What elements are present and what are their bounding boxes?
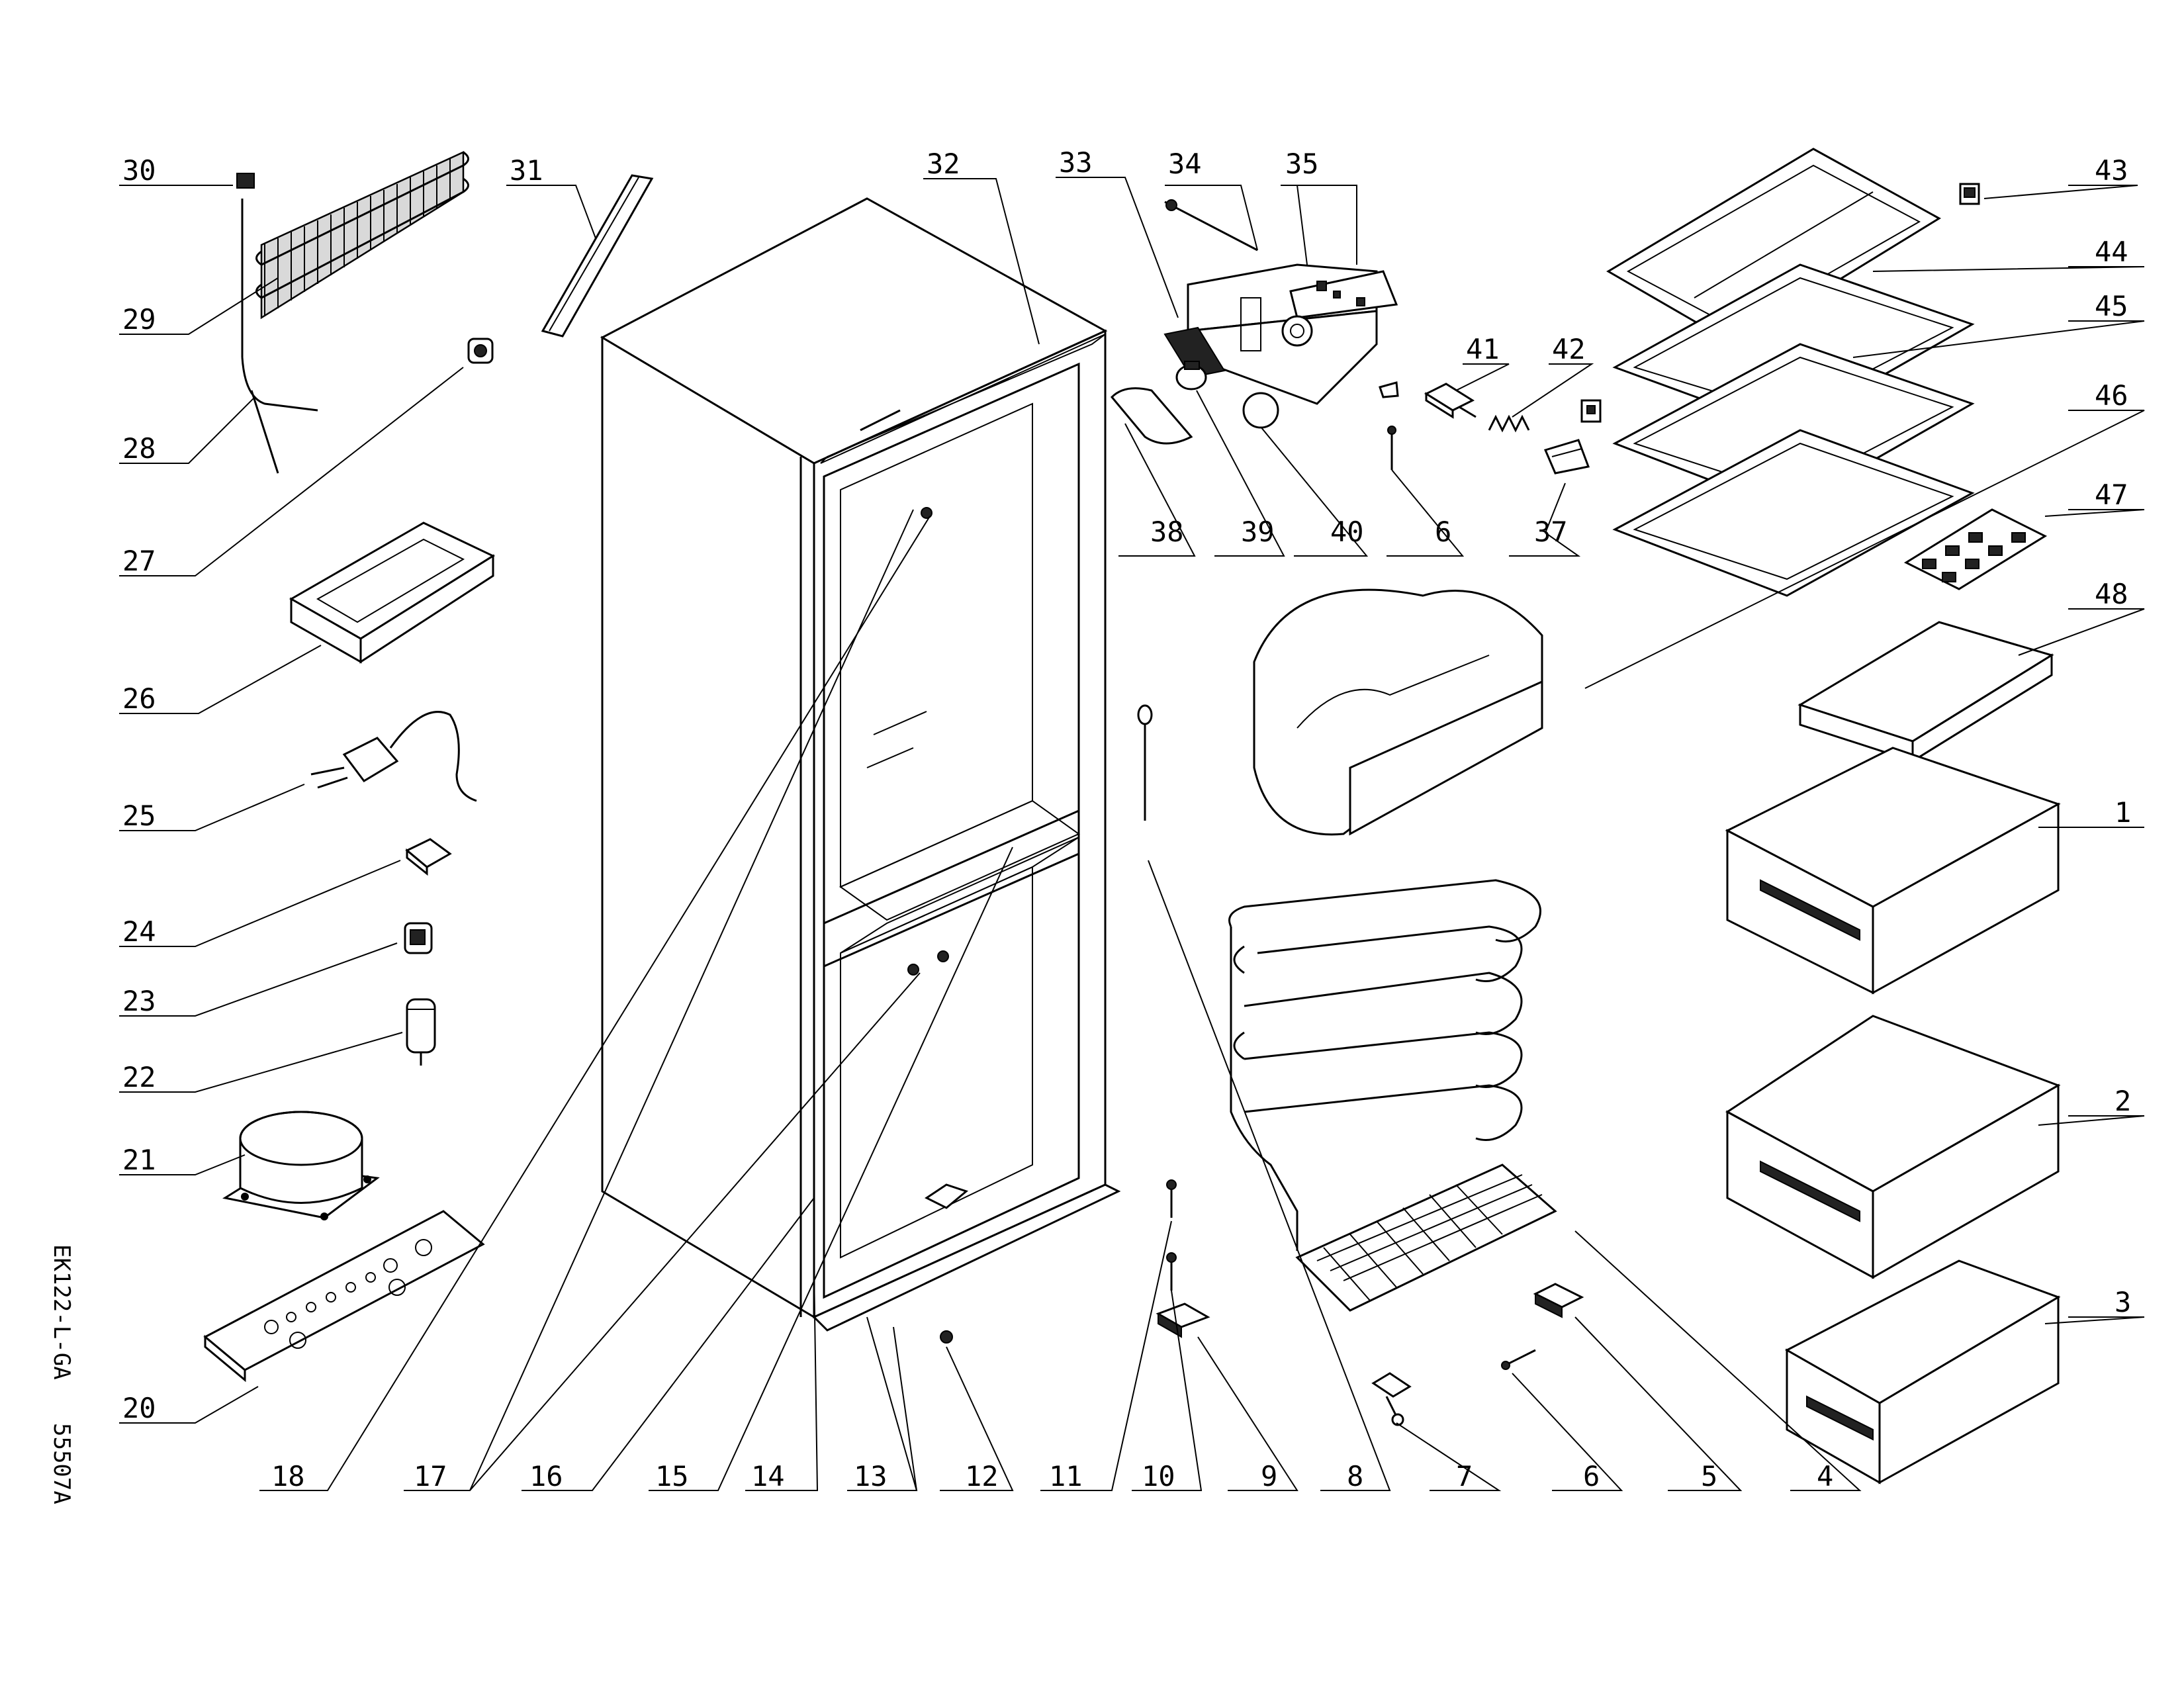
label-40: 40 (1330, 516, 1364, 548)
label-34: 34 (1168, 148, 1202, 180)
label-13: 13 (854, 1460, 887, 1492)
part-evaporator (1228, 879, 1557, 1312)
label-42: 42 (1552, 333, 1586, 365)
label-47: 47 (2095, 479, 2128, 511)
document-code-block: EK122-L-GA 55507A (48, 1244, 75, 1504)
part-latch-37 (1543, 399, 1602, 475)
label-45: 45 (2095, 290, 2128, 322)
label-29: 29 (122, 303, 156, 336)
part-screws-10-11 (1166, 1179, 1177, 1291)
label-48: 48 (2095, 578, 2128, 610)
part-drawer-1 (1725, 747, 2061, 995)
part-door-switch (1424, 383, 1477, 419)
label-14: 14 (751, 1460, 785, 1492)
part-cabinet (600, 197, 1121, 1344)
part-drip-tray (289, 522, 496, 664)
label-4: 4 (1817, 1460, 1833, 1492)
label-11: 11 (1049, 1460, 1083, 1492)
label-15: 15 (655, 1460, 689, 1492)
part-condenser (241, 151, 469, 474)
part-drawer-2 (1725, 1015, 2061, 1279)
label-24: 24 (122, 915, 156, 948)
label-3: 3 (2115, 1286, 2131, 1318)
label-9: 9 (1261, 1460, 1277, 1492)
part-glass-shelf-44 (1606, 148, 1941, 345)
part-ice-tray (1903, 508, 2048, 590)
part-lamp-cover (1110, 387, 1193, 445)
leader-lines (119, 177, 2145, 1491)
label-12: 12 (965, 1460, 999, 1492)
part-lamp-holder (1501, 1283, 1584, 1370)
label-18: 18 (271, 1460, 305, 1492)
label-17: 17 (414, 1460, 447, 1492)
part-control-panel (1163, 263, 1398, 405)
label-6-top: 6 (1435, 516, 1451, 548)
label-31: 31 (510, 154, 543, 187)
part-spring (1488, 414, 1530, 433)
document-code: EK122-L-GA (48, 1244, 75, 1380)
part-base-plate (203, 1210, 485, 1383)
label-21: 21 (122, 1144, 156, 1176)
part-relay (404, 922, 433, 954)
label-46: 46 (2095, 379, 2128, 412)
part-lamp-bulb (1175, 361, 1207, 390)
label-28: 28 (122, 432, 156, 465)
part-cap-30 (236, 173, 255, 189)
part-knob (1242, 392, 1279, 429)
document-number: 55507A (48, 1423, 75, 1504)
label-7: 7 (1456, 1460, 1473, 1492)
part-door-bin (1253, 588, 1543, 836)
label-1: 1 (2115, 796, 2131, 829)
label-23: 23 (122, 985, 156, 1017)
part-clip-24 (405, 838, 452, 876)
part-sensor-probe (1164, 199, 1258, 251)
label-20: 20 (122, 1392, 156, 1424)
part-compressor (222, 1111, 380, 1220)
label-44: 44 (2095, 236, 2128, 268)
label-16: 16 (529, 1460, 563, 1492)
label-22: 22 (122, 1061, 156, 1093)
label-25: 25 (122, 800, 156, 832)
label-41: 41 (1466, 333, 1500, 365)
label-6: 6 (1583, 1460, 1600, 1492)
label-39: 39 (1241, 516, 1275, 548)
part-capacitor (406, 998, 436, 1066)
part-bushing-27 (467, 338, 494, 364)
part-bracket-31 (541, 174, 654, 338)
label-10: 10 (1142, 1460, 1175, 1492)
label-33: 33 (1059, 146, 1093, 179)
label-26: 26 (122, 682, 156, 715)
label-38: 38 (1150, 516, 1184, 548)
label-32: 32 (927, 148, 960, 180)
part-screw-6-top (1379, 381, 1399, 470)
part-tray-48 (1797, 621, 2054, 763)
label-8: 8 (1347, 1460, 1363, 1492)
part-glass-shelf-46b (1612, 429, 1975, 597)
part-clip-43 (1959, 183, 1980, 205)
label-2: 2 (2115, 1085, 2131, 1117)
part-labels: 30 29 28 27 26 25 24 23 22 21 20 31 32 3… (122, 146, 2131, 1492)
label-35: 35 (1285, 148, 1319, 180)
label-27: 27 (122, 545, 156, 577)
part-clip-9 (1156, 1303, 1210, 1338)
label-43: 43 (2095, 154, 2128, 187)
label-5: 5 (1701, 1460, 1717, 1492)
part-thermostat-sensor (1137, 704, 1153, 821)
part-bracket-7 (1371, 1372, 1412, 1426)
label-37: 37 (1534, 516, 1568, 548)
part-power-cord (310, 711, 477, 802)
label-30: 30 (122, 154, 156, 187)
part-drawer-3 (1784, 1259, 2061, 1485)
